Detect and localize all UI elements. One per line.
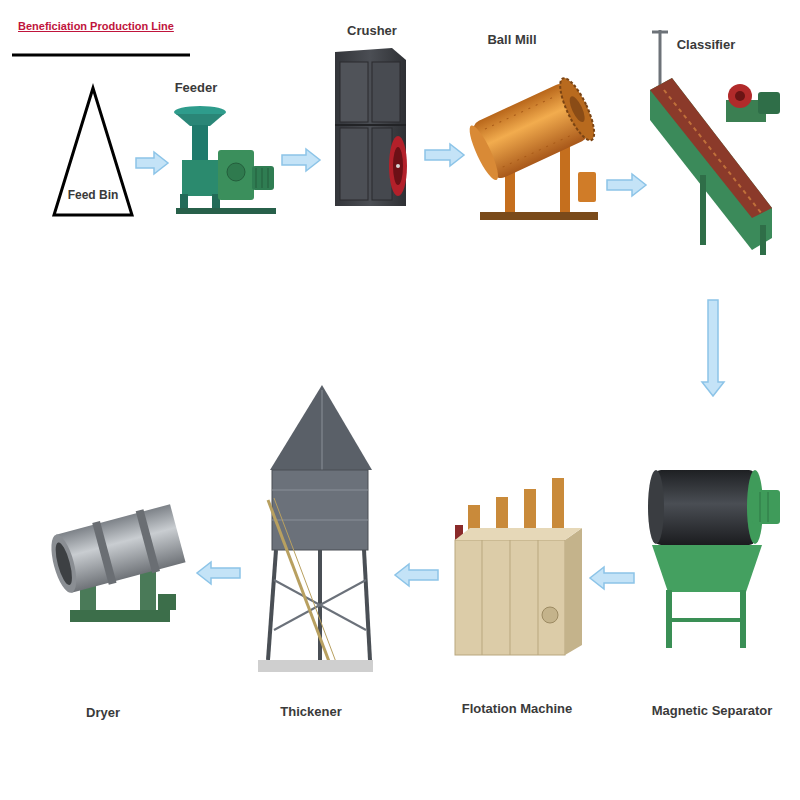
machine-node: Crusher: [322, 18, 423, 213]
machine-label: Crusher: [347, 24, 397, 38]
flow-arrow: [590, 567, 634, 589]
title-rule: [12, 54, 190, 57]
classifier-drawing: [650, 30, 780, 255]
machine-node: Thickener: [242, 376, 393, 726]
feeder-drawing: [174, 106, 276, 214]
machine-node: Feeder: [170, 76, 280, 218]
flow-arrow: [282, 149, 320, 171]
machine-label: Feed Bin: [68, 189, 119, 202]
flow-arrow: [197, 562, 240, 584]
machine-node: Ball Mill: [466, 28, 605, 233]
machine-label: Thickener: [280, 705, 341, 719]
flow-arrow: [395, 564, 438, 586]
flow-arrow: [702, 300, 724, 396]
flow-arrow: [136, 152, 168, 174]
crusher-drawing: [335, 48, 407, 206]
machine-label: Magnetic Separator: [652, 704, 773, 718]
diagram-title: Beneficiation Production Line: [18, 20, 174, 32]
thickener-drawing: [258, 385, 373, 672]
triangle-outline: [54, 88, 132, 215]
machine-label: Flotation Machine: [462, 702, 573, 716]
machine-label: Dryer: [86, 706, 120, 720]
ball-mill-drawing: [463, 74, 600, 220]
machine-label: Feeder: [175, 81, 218, 95]
machine-node: Classifier: [648, 30, 792, 298]
machine-node: Feed Bin: [52, 86, 134, 217]
magnetic-separator-drawing: [648, 470, 780, 648]
machine-node: Dryer: [40, 465, 195, 727]
machine-node: Magnetic Separator: [636, 398, 792, 728]
machine-node: Flotation Machine: [440, 455, 588, 725]
flotation-machine-drawing: [455, 478, 582, 655]
machine-label: Classifier: [677, 38, 736, 52]
dryer-drawing: [46, 502, 186, 622]
machine-label: Ball Mill: [487, 33, 536, 47]
flow-arrow: [425, 144, 464, 166]
flow-arrow: [607, 174, 646, 196]
